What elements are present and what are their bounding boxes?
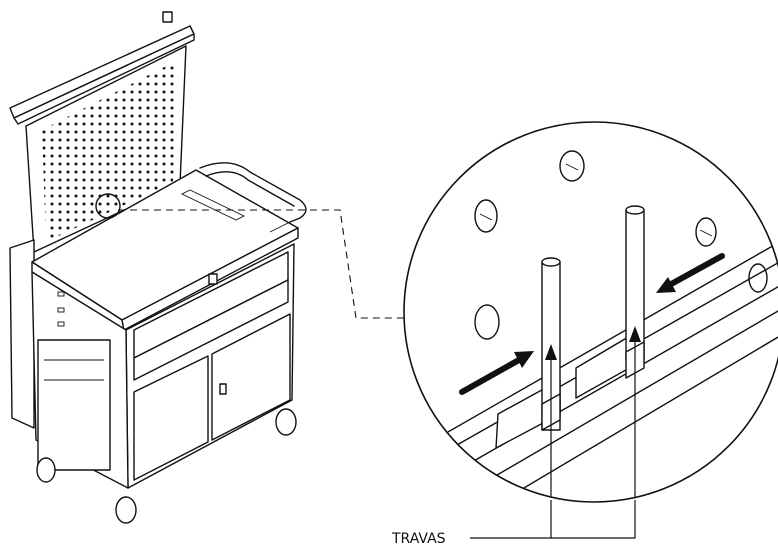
detail-magnified-circle bbox=[403, 121, 778, 503]
leader-dashed-line bbox=[118, 209, 404, 319]
tool-cart-illustration bbox=[9, 11, 307, 524]
label-leader-line bbox=[470, 500, 636, 539]
travas-label: TRAVAS bbox=[391, 531, 446, 547]
